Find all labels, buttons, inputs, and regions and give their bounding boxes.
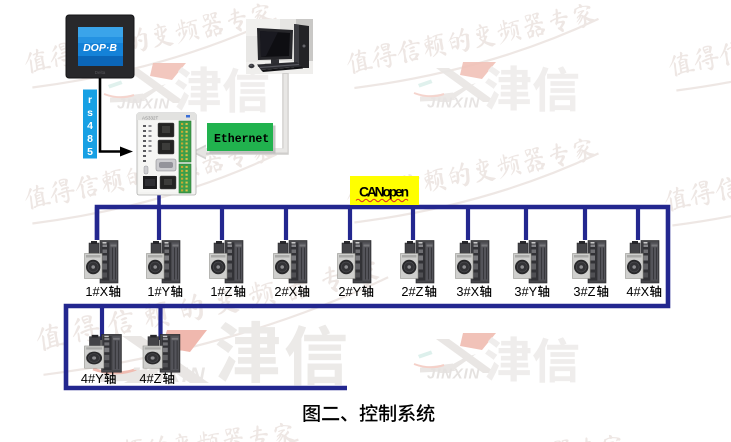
svg-text:1#Y: 1#Y [147,284,170,299]
svg-text:CANopen: CANopen [359,185,409,200]
svg-text:2#Z: 2#Z [401,284,423,299]
svg-text:4#Y: 4#Y [81,371,104,386]
svg-text:1#Z: 1#Z [210,284,232,299]
svg-text:s: s [87,107,93,119]
svg-text:r: r [88,94,92,106]
svg-text:3#Y: 3#Y [514,284,537,299]
svg-text:8: 8 [87,133,93,145]
svg-text:1#X: 1#X [85,284,108,299]
svg-text:Ethernet: Ethernet [214,133,269,146]
svg-text:AS332T: AS332T [142,116,159,121]
svg-text:5: 5 [87,146,93,158]
svg-text:3#Z: 3#Z [573,284,595,299]
svg-text:3#X: 3#X [456,284,479,299]
svg-text:4#Z: 4#Z [139,371,161,386]
svg-text:2#Y: 2#Y [338,284,361,299]
svg-text:2#X: 2#X [274,284,297,299]
svg-text:Delta: Delta [95,70,106,75]
svg-text:4: 4 [87,120,93,132]
svg-text:DOP·B: DOP·B [83,42,117,54]
svg-text:4#X: 4#X [626,284,649,299]
svg-text:JINXIN: JINXIN [128,364,207,387]
